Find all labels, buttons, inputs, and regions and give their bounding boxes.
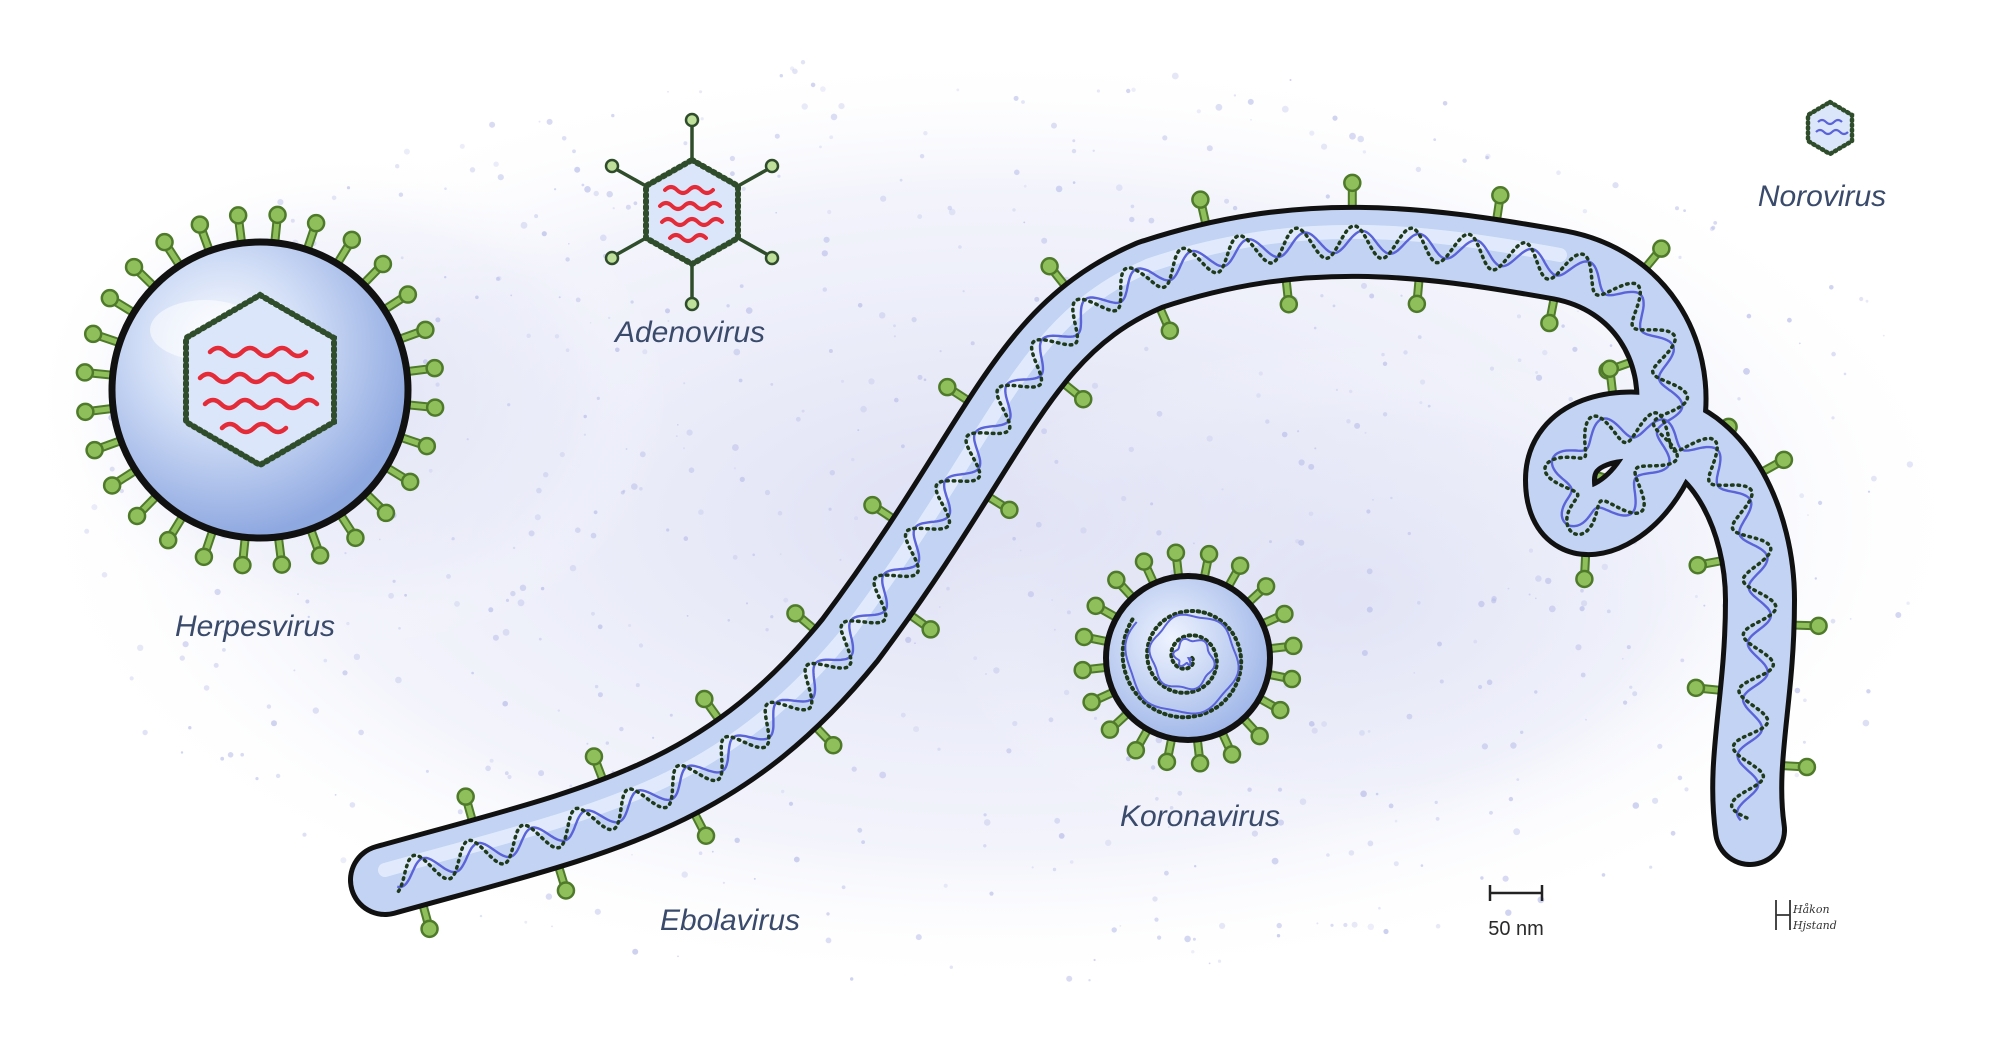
spike-ebola-32 — [1686, 678, 1723, 698]
background-speckles — [84, 60, 1914, 982]
spike-ebola-4 — [691, 811, 716, 846]
norovirus-capsid — [1805, 99, 1855, 157]
spike-ebola-7 — [786, 604, 817, 633]
spike-ebola-31 — [1792, 616, 1828, 636]
koronavirus-drawing — [1073, 543, 1303, 773]
spike-ebola-1 — [456, 787, 477, 823]
norovirus-rna — [1815, 118, 1849, 136]
signature-line-1: Håkon — [1792, 903, 1830, 916]
spike-ebola-33 — [1780, 757, 1817, 777]
ebolavirus-drawing — [348, 173, 1828, 939]
herpesvirus-drawing — [75, 205, 445, 575]
adenovirus-capsid — [643, 156, 741, 268]
koronavirus-rna-inner — [1124, 613, 1240, 715]
adenovirus-drawing — [604, 112, 780, 312]
spike-ebola-10 — [986, 493, 1019, 520]
spike-ebola-21 — [1642, 239, 1671, 271]
spike-ebola-25 — [1575, 552, 1594, 589]
herpesvirus-dna — [197, 345, 320, 435]
spike-ebola-27 — [1600, 359, 1620, 396]
spike-ebola-2 — [555, 864, 576, 900]
artist-signature: Håkon Hjstand — [1775, 900, 1837, 932]
spike-ebola-15 — [1191, 190, 1210, 226]
herpesvirus-label: Herpesvirus — [175, 610, 335, 643]
koronavirus-rna — [1120, 609, 1244, 720]
adenovirus-fibers — [604, 112, 780, 312]
scale-bar — [1488, 885, 1544, 901]
norovirus-drawing — [1805, 99, 1855, 157]
ebolavirus-nucleocapsid-a — [396, 224, 1778, 894]
spike-ebola-9 — [863, 495, 896, 522]
spike-ebola-11 — [938, 377, 971, 404]
spike-ebola-29 — [1760, 450, 1794, 476]
spike-ebola-16 — [1279, 277, 1299, 314]
spike-ebola-5 — [695, 689, 722, 722]
spike-ebola-3 — [584, 747, 607, 782]
spike-ebola-8 — [908, 612, 940, 639]
adenovirus-dna — [658, 185, 724, 243]
spike-ebola-18 — [1407, 277, 1427, 314]
spike-ebola-0 — [419, 903, 439, 939]
spike-ebola-12 — [1061, 380, 1093, 409]
spike-ebola-14 — [1156, 306, 1180, 340]
adenovirus-label: Adenovirus — [613, 316, 765, 349]
spike-ebola-17 — [1343, 173, 1362, 210]
spike-ebola-13 — [1040, 256, 1068, 288]
spike-ebola-19 — [1491, 186, 1510, 222]
spike-corona-17 — [1242, 577, 1276, 609]
scale-bar-label: 50 nm — [1488, 918, 1544, 940]
spike-ebola-30 — [1688, 555, 1724, 575]
spike-ebola-20 — [1540, 296, 1559, 333]
koronavirus-label: Koronavirus — [1120, 800, 1280, 833]
ebolavirus-label: Ebolavirus — [660, 904, 800, 937]
spike-herpes-16 — [100, 288, 140, 319]
spike-ebola-6 — [813, 724, 843, 755]
signature-line-2: Hjstand — [1792, 919, 1837, 932]
norovirus-label: Norovirus — [1758, 180, 1886, 213]
